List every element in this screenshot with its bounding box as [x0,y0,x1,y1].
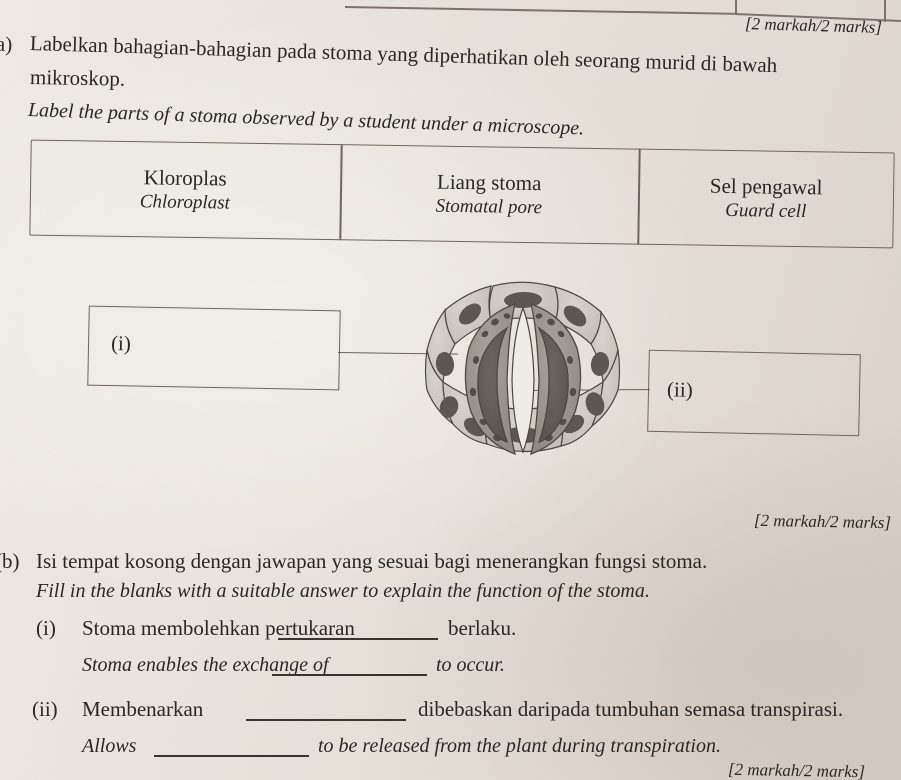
chloroplast [503,313,511,319]
labels-table: Kloroplas Chloroplast Liang stoma Stomat… [29,139,895,249]
answer-box-ii-label: (ii) [666,377,693,402]
table-cell-chloroplast: Kloroplas Chloroplast [29,140,340,241]
guard-cell-vacuole [477,326,509,444]
table-cell-english: Stomatal pore [435,195,543,219]
question-a-malay-line1: Labelkan bahagian-bahagian pada stoma ya… [29,31,778,78]
chloroplast [491,318,499,326]
stoma-diagram [424,281,621,456]
answer-box-ii[interactable]: (ii) [647,349,861,437]
question-b-ii-roman: (ii) [32,697,58,721]
top-vertical-rule [735,0,737,14]
chloroplast [479,418,487,426]
nucleus [590,352,610,376]
marks-mid: [2 markah/2 marks] [753,510,892,533]
nucleus [435,352,455,376]
nucleus [458,303,482,325]
question-a-malay-line2: mikroskop. [29,65,126,91]
top-right-vertical-rule [884,0,886,22]
nucleus [585,392,605,416]
blank-b-i-english[interactable] [272,674,427,676]
table-cell-english: Guard cell [725,199,807,223]
blank-b-ii-english[interactable] [154,755,309,757]
question-b-i-malay-after: berlaku. [448,616,517,640]
chloroplast [545,434,553,442]
marks-bottom: [2 markah/2 marks] [727,759,866,780]
chloroplast [569,387,577,397]
table-cell-english: Chloroplast [139,191,231,214]
table-cell-malay: Kloroplas [143,165,227,191]
question-b-ii-malay-after: dibebaskan daripada tumbuhan semasa tran… [418,697,844,721]
stomatal-pore [511,306,535,454]
question-a-english: Label the parts of a stoma observed by a… [27,99,585,140]
question-b-malay: Isi tempat kosong dengan jawapan yang se… [36,549,708,573]
chloroplast [481,330,489,338]
table-cell-guard-cell: Sel pengawal Guard cell [637,149,894,249]
chloroplast [535,313,543,319]
chloroplast [469,387,477,397]
blank-b-ii-malay[interactable] [246,719,406,721]
table-cell-stomatal-pore: Liang stoma Stomatal pore [339,144,638,244]
chloroplast [559,418,567,426]
chloroplast [472,356,480,364]
answer-box-i[interactable]: (i) [87,305,341,391]
chloroplasts [469,313,577,442]
guard-cell-left [464,302,516,456]
epidermal-nuclei [435,291,610,444]
blank-b-i-malay[interactable] [278,638,438,640]
question-b-ii-english-before: Allows [82,735,137,757]
chloroplast [557,330,565,338]
nucleus [563,305,587,327]
question-b-english: Fill in the blanks with a suitable answe… [36,580,650,602]
guard-cell-vacuole [537,326,569,444]
answer-box-i-label: (i) [110,331,132,356]
table-cell-malay: Liang stoma [436,169,542,196]
top-horizontal-rule-left [344,6,737,15]
question-b-label: (b) [0,549,20,573]
guard-cell-right [530,302,582,456]
question-b-ii-malay-before: Membenarkan [82,697,204,721]
chloroplast [493,434,501,442]
question-b-i-english-before: Stoma enables the exchange of [82,654,329,676]
question-b-i-roman: (i) [36,616,56,640]
question-b-i-malay-before: Stoma membolehkan pertukaran [82,616,355,640]
chloroplast [566,356,574,364]
marks-top: [2 markah/2 marks] [744,14,883,37]
table-cell-malay: Sel pengawal [709,173,823,200]
question-b-i-english-after: to occur. [436,654,505,676]
question-a-label: a) [0,31,13,57]
chloroplast [547,318,555,326]
nucleus [439,396,459,418]
question-b-ii-english-after: to be released from the plant during tra… [318,735,721,757]
